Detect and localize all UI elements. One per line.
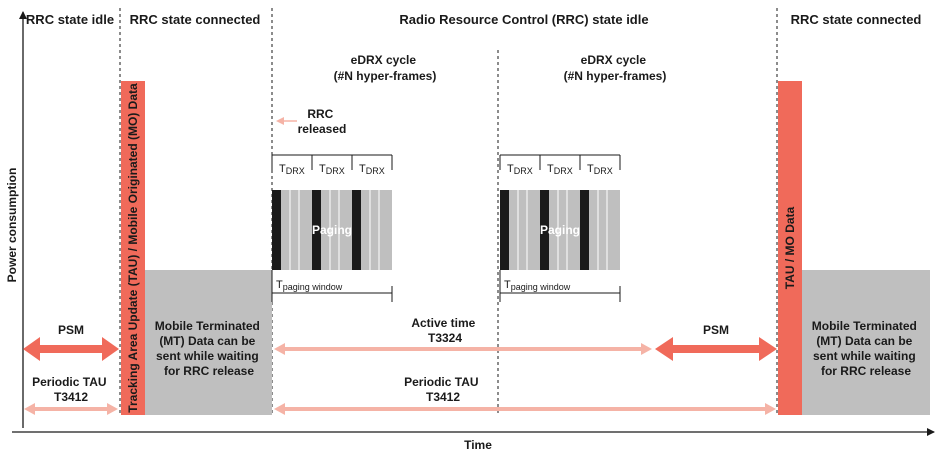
tdrx-label: TDRX [587, 163, 613, 176]
psm-arrow-left [23, 337, 119, 361]
tdrx-label: TDRX [547, 163, 573, 176]
paging-occasion [580, 190, 589, 270]
paging-label: Paging [540, 223, 580, 237]
rrc-released-label: RRC released [298, 107, 347, 136]
header-rrc-idle-center: Radio Resource Control (RRC) state idle [399, 12, 648, 27]
tdrx-bracket-group-2 [499, 154, 621, 170]
active-time-arrow [274, 343, 652, 355]
active-time-label: Active time T3324 [411, 316, 478, 345]
tdrx-label: TDRX [279, 163, 305, 176]
psm-label-right: PSM [703, 323, 729, 337]
psm-arrow-right [655, 337, 777, 361]
periodic-tau-center-label: Periodic TAU T3412 [404, 375, 482, 404]
x-axis-label: Time [464, 438, 492, 452]
tpaging-label: Tpaging window [504, 279, 571, 292]
paging-label: Paging [312, 223, 352, 237]
header-rrc-connected-left: RRC state connected [130, 12, 261, 27]
tdrx-label: TDRX [319, 163, 345, 176]
paging-block-1: Paging [272, 190, 392, 270]
tau-mo-label-left: Tracking Area Update (TAU) / Mobile Orig… [126, 83, 140, 413]
paging-occasion [352, 190, 361, 270]
edrx-cycle-label-2: eDRX cycle (#N hyper-frames) [564, 53, 667, 83]
psm-label-left: PSM [58, 323, 84, 337]
mt-box-left [145, 270, 272, 415]
mt-box-left-text: Mobile Terminated (MT) Data can be sent … [155, 319, 263, 378]
periodic-tau-left-arrow [24, 403, 118, 415]
y-axis-label: Power consumption [5, 168, 19, 283]
rrc-released-arrow-head [276, 117, 284, 125]
periodic-tau-center-arrow [274, 403, 776, 415]
periodic-tau-left-label: Periodic TAU T3412 [32, 375, 110, 404]
tdrx-label: TDRX [359, 163, 385, 176]
paging-occasion [540, 190, 549, 270]
paging-block-2: Paging [500, 190, 620, 270]
tau-mo-bar-left [121, 81, 145, 415]
tpaging-bracket-2 [499, 270, 621, 302]
paging-occasion [500, 190, 509, 270]
mt-box-right [802, 270, 930, 415]
paging-occasion [312, 190, 321, 270]
mt-box-right-text: Mobile Terminated (MT) Data can be sent … [812, 319, 920, 378]
tau-mo-bar-right [778, 81, 802, 415]
tdrx-bracket-group-1 [271, 154, 393, 170]
tau-mo-label-right: TAU / MO Data [783, 206, 797, 289]
edrx-cycle-label-1: eDRX cycle (#N hyper-frames) [334, 53, 437, 83]
header-rrc-idle-left: RRC state idle [26, 12, 114, 27]
header-rrc-connected-right: RRC state connected [791, 12, 922, 27]
paging-occasion [272, 190, 281, 270]
tdrx-label: TDRX [507, 163, 533, 176]
tpaging-label: Tpaging window [276, 279, 343, 292]
tpaging-bracket-1 [271, 270, 393, 302]
